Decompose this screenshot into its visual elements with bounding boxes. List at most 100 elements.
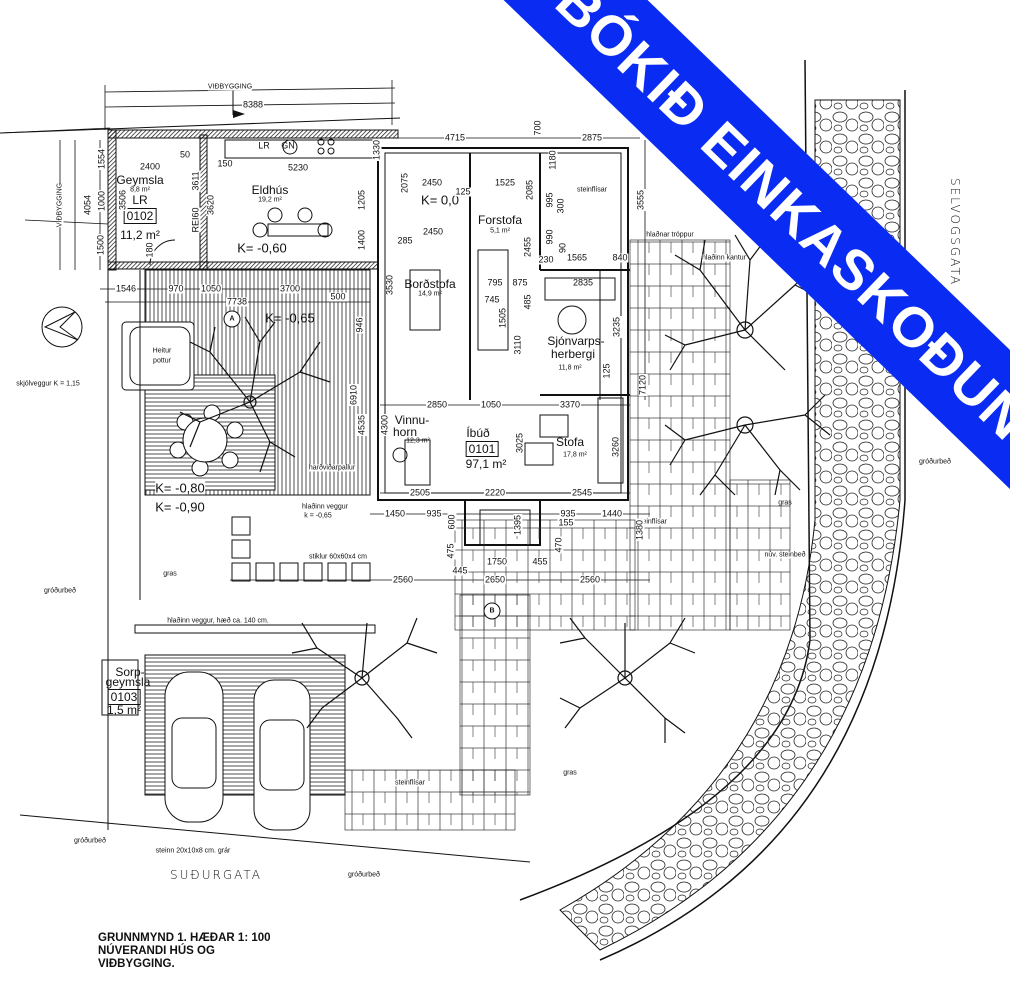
dimension: 795 <box>486 277 504 288</box>
dimension: 90 <box>557 241 568 255</box>
dimension: 1440 <box>600 508 624 519</box>
dimension: 1525 <box>493 177 517 188</box>
room-area: 19,2 m² <box>258 196 282 204</box>
dimension: 445 <box>451 565 469 576</box>
dimension: 2450 <box>421 226 445 237</box>
drawing-title: NÚVERANDI HÚS OG <box>98 945 215 957</box>
dimension: 300 <box>555 197 566 215</box>
dimension: 745 <box>483 294 501 305</box>
annotation: hlaðnar tröppur <box>646 231 694 239</box>
dimension: 8388 <box>241 99 265 110</box>
annotation: gróðurbeð <box>348 871 380 879</box>
dimension: 3530 <box>384 273 395 297</box>
dimension: 1180 <box>547 149 558 171</box>
annotation: REI60 <box>190 207 201 233</box>
dimension: 470 <box>553 536 564 554</box>
hot-tub-label: Heitur <box>152 347 172 355</box>
dimension: 2075 <box>399 171 410 195</box>
dimension: 2850 <box>425 399 449 410</box>
dimension: 455 <box>531 556 549 567</box>
room-area: 14,9 m² <box>418 290 442 298</box>
dimension: 875 <box>511 277 529 288</box>
dimension: 1546 <box>114 283 138 294</box>
drawing-title: VIÐBYGGING. <box>98 958 175 970</box>
dimension: 5230 <box>286 162 310 173</box>
section-marker-b-label: B <box>489 607 495 615</box>
room-area: 17,8 m² <box>563 451 587 459</box>
dimension: 155 <box>557 517 575 528</box>
room-name: Stofa <box>555 435 585 449</box>
dimension: 485 <box>522 293 533 311</box>
annotation: steinflísar <box>637 518 667 526</box>
dimension: 1050 <box>479 399 503 410</box>
dimension: 7738 <box>225 296 249 307</box>
dimension: 4054 <box>82 193 93 217</box>
dimension: 1330 <box>371 138 382 162</box>
dimension: 1400 <box>356 228 367 252</box>
level-label: K= -0,65 <box>265 310 315 326</box>
dimension: 180 <box>144 241 155 259</box>
annotation: gróðurbeð <box>74 837 106 845</box>
room-name: Borðstofa <box>404 277 456 291</box>
dimension: 1505 <box>497 306 508 330</box>
unit-name: Íbúð <box>466 426 490 440</box>
room-area: 5,1 m² <box>490 227 510 235</box>
dimension: 1205 <box>356 188 367 212</box>
dimension: 1050 <box>199 283 223 294</box>
annotation: VIÐBYGGING <box>56 182 64 228</box>
dimension: 1450 <box>383 508 407 519</box>
dimension: 2875 <box>580 132 604 143</box>
hot-tub-label: pottur <box>153 357 171 365</box>
dimension: 4715 <box>443 132 467 143</box>
annotation: núv. steinbeð <box>764 551 806 559</box>
drawing-title: GRUNNMYND 1. HÆÐAR 1: 100 <box>98 932 271 944</box>
dimension: 1750 <box>485 556 509 567</box>
dimension: 1565 <box>565 252 589 263</box>
dimension: 3370 <box>558 399 582 410</box>
dimension: 935 <box>425 508 443 519</box>
room-code: LR <box>132 193 148 207</box>
dimension: 3110 <box>512 334 523 356</box>
room-number: 0103 <box>107 689 141 705</box>
dimension: 4535 <box>356 413 367 437</box>
annotation: gras <box>563 769 577 777</box>
stepping-stones <box>231 516 371 582</box>
dimension: 2560 <box>578 574 602 585</box>
dimension: 50 <box>178 149 192 160</box>
dimension: 6910 <box>348 383 359 407</box>
dimension: 3025 <box>514 431 525 455</box>
street-name-south: SUÐURGATA <box>169 868 263 882</box>
unit-area: 97,1 m² <box>465 457 507 471</box>
annotation: steinn 20x10x8 cm. grár <box>155 847 231 855</box>
dimension: 3620 <box>205 193 216 217</box>
room-area: 11,8 m² <box>558 364 582 372</box>
annotation: gras <box>163 570 177 578</box>
dimension: 2400 <box>138 161 162 172</box>
annotation: hlaðinn kantur <box>702 254 746 262</box>
dimension: 700 <box>532 119 543 137</box>
dimension: 3555 <box>635 188 646 212</box>
annotation: k = -0,65 <box>304 512 332 520</box>
dimension: 600 <box>446 513 457 531</box>
dimension: 4300 <box>379 413 390 437</box>
dimension: 935 <box>559 508 577 519</box>
section-marker-b <box>483 602 501 620</box>
annotation: stiklur 60x60x4 cm <box>309 553 367 561</box>
hot-tub <box>121 321 195 391</box>
dimension: 3506 <box>117 188 128 212</box>
dimension: 2505 <box>408 487 432 498</box>
section-marker-a-label: A <box>229 315 235 323</box>
annotation: hlaðinn veggur <box>302 503 348 511</box>
level-label: K= -0,60 <box>237 240 287 256</box>
dimension: 2085 <box>524 178 535 202</box>
car-1 <box>164 671 224 823</box>
dimension: 840 <box>611 252 629 263</box>
street-name-east: SELVOGSGATA <box>948 177 962 287</box>
annotation: steinflísar <box>577 186 607 194</box>
dimension: 3235 <box>611 315 622 339</box>
dimension: 2835 <box>571 277 595 288</box>
dimension: 1395 <box>512 513 523 537</box>
dimension: 1380 <box>634 518 645 542</box>
annotation: gróðurbeð <box>44 587 76 595</box>
room-number: 0102 <box>123 208 157 224</box>
